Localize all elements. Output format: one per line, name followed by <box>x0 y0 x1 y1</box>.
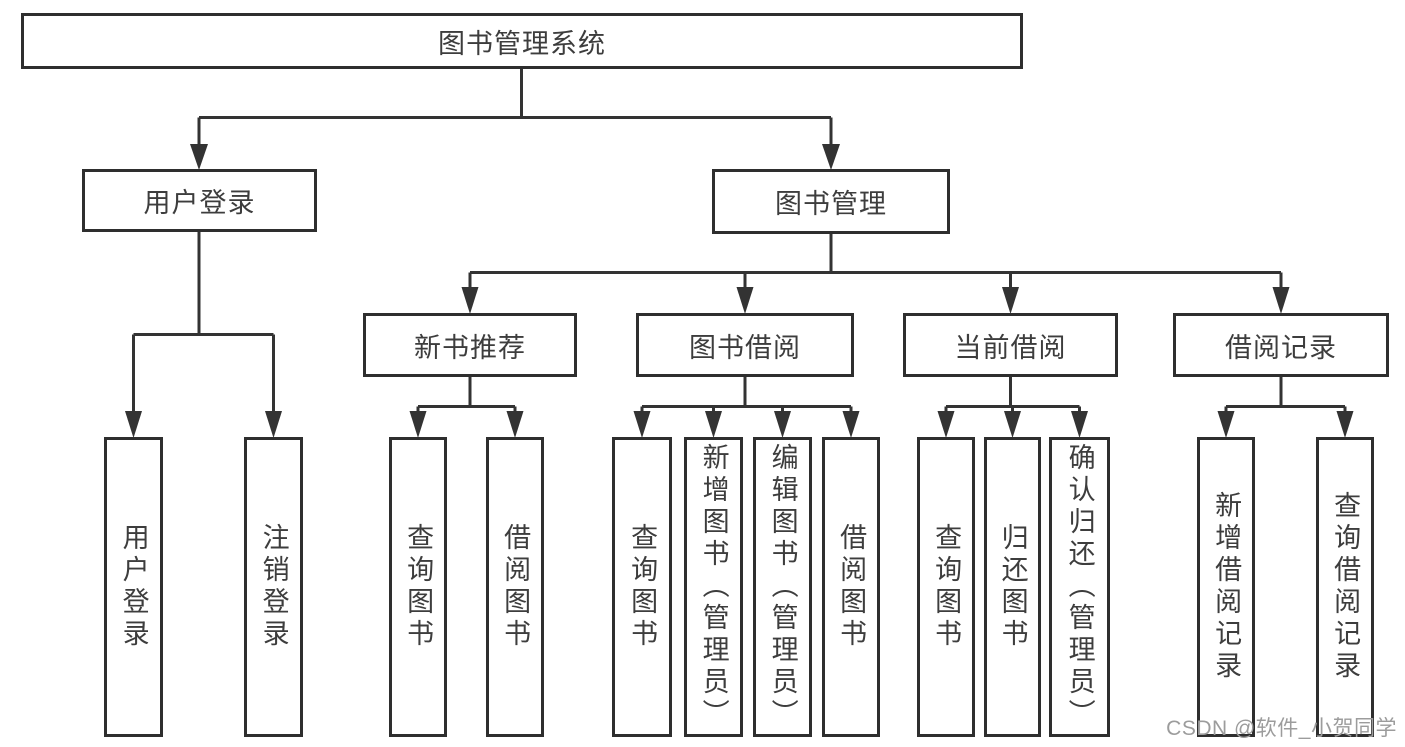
leaf-logout: 注销登录 <box>244 437 303 737</box>
node-book-management: 图书管理 <box>712 169 950 234</box>
arrowhead <box>774 411 791 438</box>
connector-current-borrow-to-leaves <box>944 377 1081 413</box>
leaf-label: 借阅图书 <box>836 523 867 651</box>
node-current-borrow: 当前借阅 <box>903 313 1118 377</box>
leaf-borrow-book-2: 借阅图书 <box>822 437 880 737</box>
leaf-label: 归还图书 <box>997 523 1028 651</box>
connector-user-login-to-leaves <box>132 232 275 413</box>
csdn-watermark: CSDN @软件_小贺同学 <box>1166 717 1397 740</box>
arrowhead <box>125 411 142 438</box>
node-new-book-recommend: 新书推荐 <box>363 313 577 377</box>
leaf-label: 注销登录 <box>258 523 289 651</box>
connector-borrow-records-to-leaves <box>1224 377 1347 413</box>
node-borrow-records: 借阅记录 <box>1173 313 1389 377</box>
leaf-label: 查询借阅记录 <box>1330 491 1361 683</box>
leaf-label: 查询图书 <box>931 523 962 651</box>
leaf-label: 查询图书 <box>403 523 434 651</box>
arrowhead <box>736 287 754 314</box>
arrowhead <box>461 287 479 314</box>
arrowhead <box>705 411 722 438</box>
leaf-add-borrow-record: 新增借阅记录 <box>1197 437 1255 737</box>
arrowhead <box>506 411 524 438</box>
arrowhead <box>265 411 282 438</box>
leaf-return-book: 归还图书 <box>984 437 1041 737</box>
arrowhead <box>633 411 651 438</box>
connector-book-mgmt-to-level3 <box>468 234 1283 289</box>
leaf-label: 确认归还（管理员） <box>1064 443 1095 731</box>
leaf-label: 借阅图书 <box>500 523 531 651</box>
leaf-edit-book-admin: 编辑图书（管理员） <box>753 437 812 737</box>
leaf-borrow-book-1: 借阅图书 <box>486 437 544 737</box>
arrowhead <box>1336 411 1354 438</box>
leaf-query-borrow-record: 查询借阅记录 <box>1316 437 1374 737</box>
arrowheads <box>125 144 1354 438</box>
leaf-label: 新增借阅记录 <box>1211 491 1242 683</box>
leaf-query-book-1: 查询图书 <box>389 437 447 737</box>
leaf-query-book-3: 查询图书 <box>917 437 975 737</box>
node-library-management-system: 图书管理系统 <box>21 13 1023 69</box>
arrowhead <box>409 411 427 438</box>
arrowhead <box>1272 287 1290 314</box>
leaf-label: 查询图书 <box>627 523 658 651</box>
arrowhead <box>190 144 208 170</box>
arrowhead <box>937 411 955 438</box>
leaf-label: 新增图书（管理员） <box>698 443 729 731</box>
connector-book-borrow-to-leaves <box>640 377 853 413</box>
leaf-add-book-admin: 新增图书（管理员） <box>684 437 743 737</box>
connector-root-to-level2 <box>197 69 833 146</box>
leaf-user-login: 用户登录 <box>104 437 163 737</box>
arrowhead <box>1002 287 1019 314</box>
leaf-query-book-2: 查询图书 <box>612 437 672 737</box>
connector-new-book-to-leaves <box>416 377 517 413</box>
node-book-borrow: 图书借阅 <box>636 313 854 377</box>
arrowhead <box>1004 411 1021 438</box>
leaf-label: 编辑图书（管理员） <box>767 443 798 731</box>
arrowhead <box>1217 411 1235 438</box>
node-user-login: 用户登录 <box>82 169 317 232</box>
leaf-label: 用户登录 <box>118 523 149 651</box>
leaf-confirm-return-admin: 确认归还（管理员） <box>1049 437 1110 737</box>
arrowhead <box>842 411 860 438</box>
arrowhead <box>822 144 840 170</box>
arrowhead <box>1071 411 1088 438</box>
